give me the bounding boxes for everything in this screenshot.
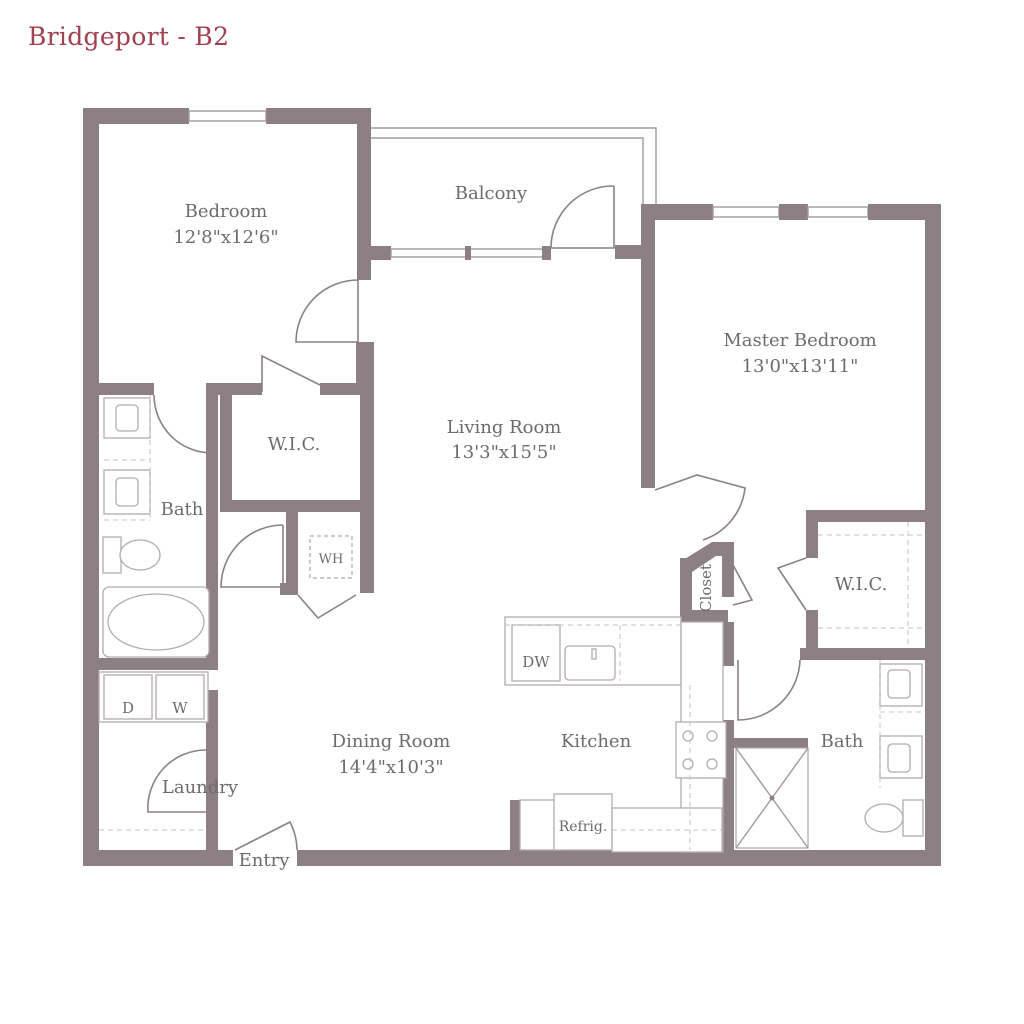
fixtures xyxy=(98,395,925,853)
living-room-name: Living Room xyxy=(447,417,562,438)
dining-room-size: 14'4"x10'3" xyxy=(338,757,443,778)
dishwasher-label: DW xyxy=(522,653,550,671)
fixture-labels: WH DW D W Refrig. xyxy=(122,552,607,835)
wic-left-name: W.I.C. xyxy=(268,434,321,455)
exterior-walls xyxy=(83,108,941,866)
dining-room-name: Dining Room xyxy=(332,731,451,752)
interior-walls xyxy=(99,342,941,855)
plan-title: Bridgeport - B2 xyxy=(28,22,230,51)
master-bedroom-name: Master Bedroom xyxy=(723,330,876,351)
balcony-name: Balcony xyxy=(455,183,528,204)
washer-label: W xyxy=(172,699,188,717)
laundry-name: Laundry xyxy=(162,777,239,798)
doors xyxy=(147,185,807,851)
master-bedroom-size: 13'0"x13'11" xyxy=(742,356,859,377)
living-room-size: 13'3"x15'5" xyxy=(451,442,556,463)
dryer-label: D xyxy=(122,699,134,717)
room-labels: Bedroom 12'8"x12'6" Balcony Master Bedro… xyxy=(161,183,888,871)
bath-left-name: Bath xyxy=(161,499,204,520)
wic-right-name: W.I.C. xyxy=(835,574,888,595)
water-heater-label: WH xyxy=(319,552,344,567)
bedroom-name: Bedroom xyxy=(185,201,268,222)
refrigerator-label: Refrig. xyxy=(559,819,608,835)
kitchen-name: Kitchen xyxy=(561,731,632,752)
entry-name: Entry xyxy=(239,850,291,871)
closet-name: Closet xyxy=(697,564,715,612)
bedroom-size: 12'8"x12'6" xyxy=(173,227,278,248)
bath-right-name: Bath xyxy=(821,731,864,752)
